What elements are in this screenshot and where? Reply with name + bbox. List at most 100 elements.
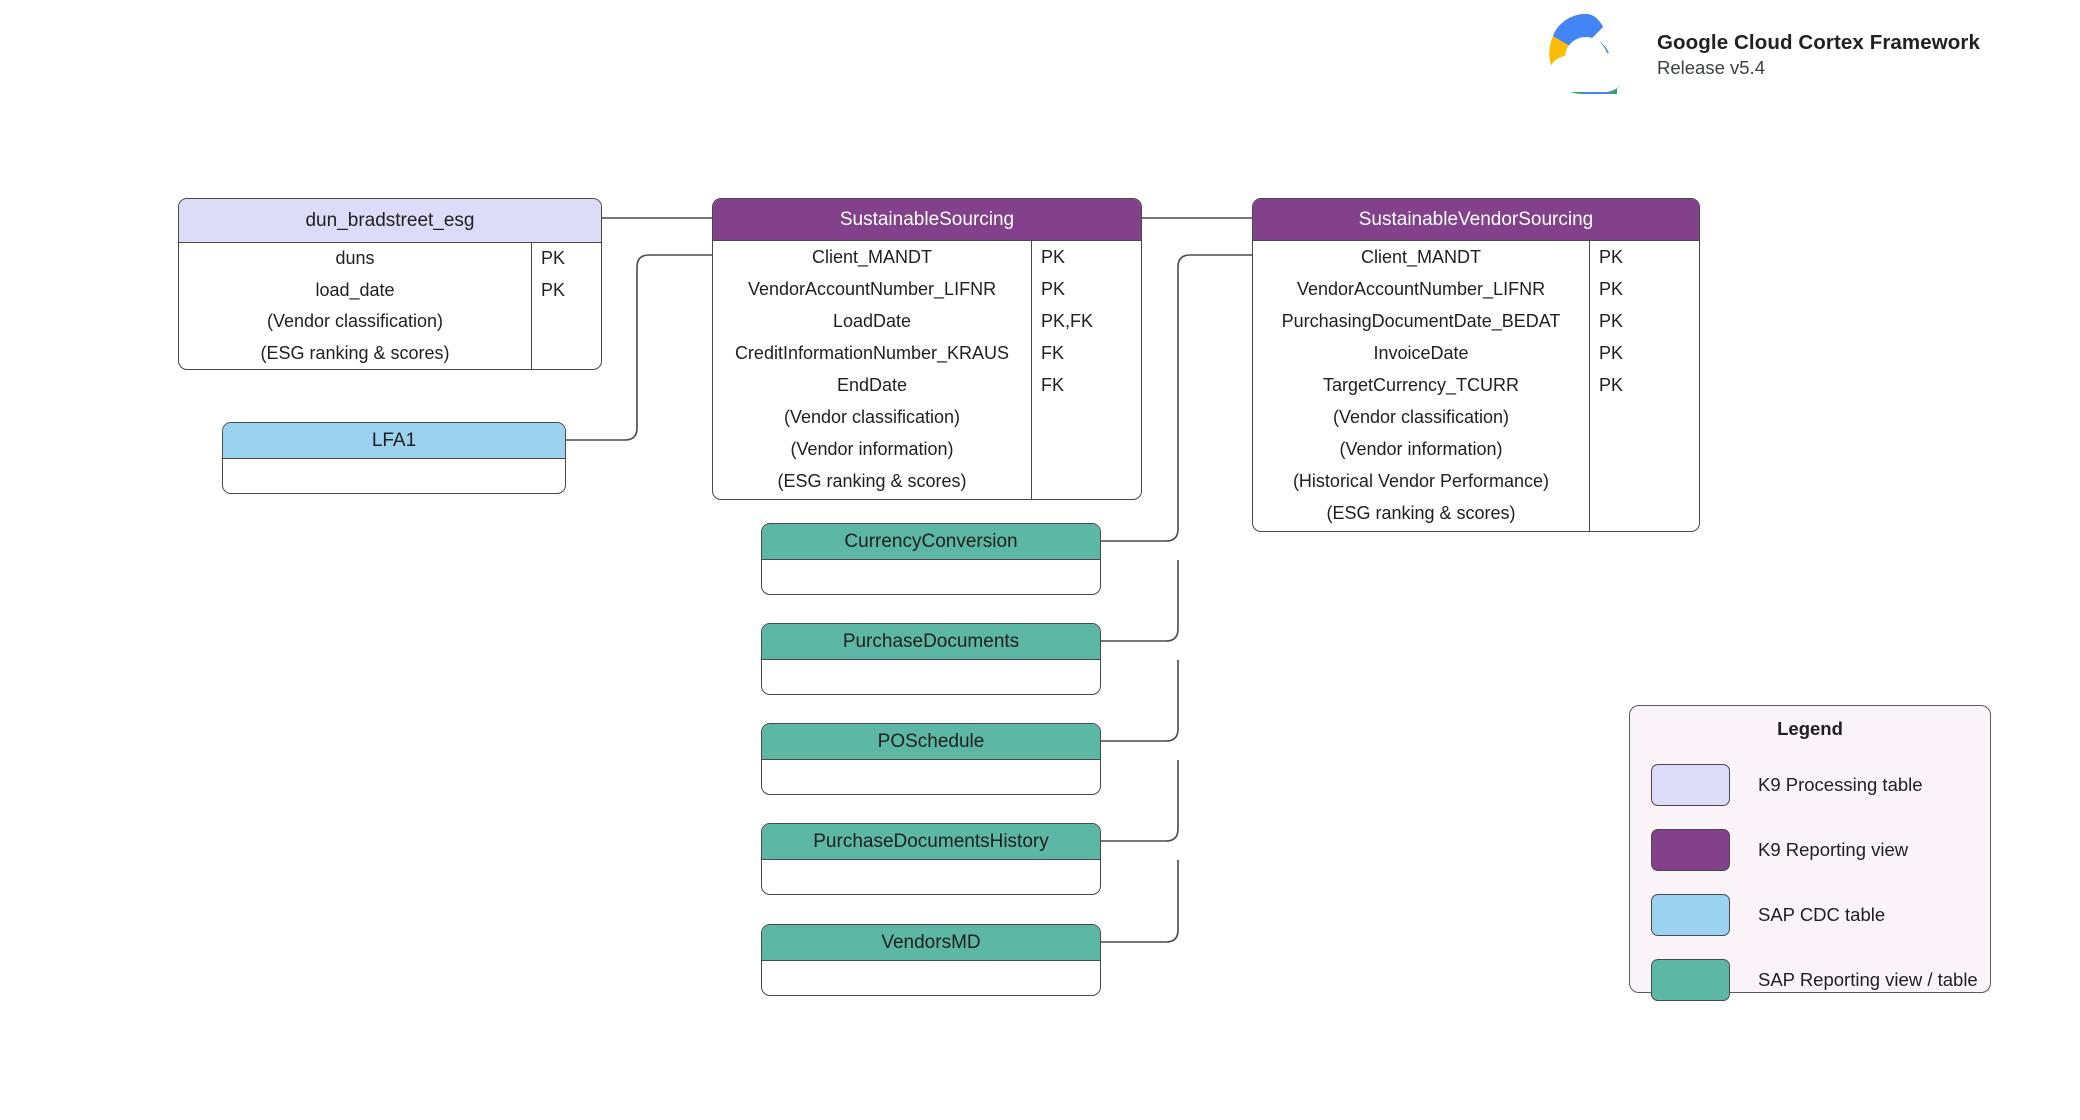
field-key-row: PK [1032, 241, 1141, 273]
field-row: (Historical Vendor Performance) [1253, 465, 1589, 497]
field-key: PK [1599, 310, 1624, 331]
legend-item: K9 Processing table [1630, 752, 1990, 817]
entity-title: SustainableVendorSourcing [1358, 209, 1594, 230]
field-name: (Vendor classification) [783, 406, 961, 427]
field-row: Client_MANDT [1253, 241, 1589, 273]
field-name-column [762, 860, 1100, 894]
field-key-row [1590, 497, 1699, 529]
entity-header-purchase-documents-history: PurchaseDocumentsHistory [762, 824, 1100, 860]
field-name: load_date [315, 279, 395, 300]
legend-item: SAP Reporting view / table [1630, 947, 1990, 1012]
field-name: Client_MANDT [811, 246, 933, 267]
field-key-row [532, 306, 601, 338]
field-name: LoadDate [832, 310, 912, 331]
field-key: PK [1599, 374, 1624, 395]
entity-sustainable-vendor-sourcing[interactable]: SustainableVendorSourcing Client_MANDT V… [1252, 198, 1700, 532]
entity-title: dun_bradstreet_esg [305, 210, 475, 231]
field-key-row [1590, 401, 1699, 433]
legend-items: K9 Processing table K9 Reporting view SA… [1630, 752, 1990, 1012]
field-name: (Vendor information) [1339, 438, 1503, 459]
field-name: PurchasingDocumentDate_BEDAT [1281, 310, 1561, 331]
field-key-row: PK [1590, 273, 1699, 305]
entity-body [223, 459, 565, 493]
entity-title: SustainableSourcing [839, 209, 1015, 230]
entity-title: LFA1 [371, 430, 417, 451]
field-row: load_date [179, 275, 531, 307]
entity-title: PurchaseDocuments [842, 631, 1020, 652]
entity-body: Client_MANDT VendorAccountNumber_LIFNR L… [713, 241, 1141, 499]
entity-header-sustainable-vendor-sourcing: SustainableVendorSourcing [1253, 199, 1699, 241]
field-key-row: PK [1590, 337, 1699, 369]
field-key: PK [1599, 278, 1624, 299]
field-row: (Vendor classification) [1253, 401, 1589, 433]
field-name-column [762, 560, 1100, 594]
field-key-column: PK PK PK PK PK [1589, 241, 1699, 531]
field-row: (ESG ranking & scores) [179, 338, 531, 370]
field-key-row [1032, 465, 1141, 497]
field-key-row: PK [532, 243, 601, 275]
field-key: PK [1599, 342, 1624, 363]
legend-item: K9 Reporting view [1630, 817, 1990, 882]
entity-dun-bradstreet-esg[interactable]: dun_bradstreet_esg duns load_date (Vendo… [178, 198, 602, 370]
entity-body [762, 660, 1100, 694]
entity-body [762, 860, 1100, 894]
field-key-row [532, 338, 601, 370]
entity-purchase-documents[interactable]: PurchaseDocuments [761, 623, 1101, 695]
field-row: (Vendor information) [713, 433, 1031, 465]
brand-release: Release v5.4 [1657, 56, 1765, 78]
entity-po-schedule[interactable]: POSchedule [761, 723, 1101, 795]
legend-item: SAP CDC table [1630, 882, 1990, 947]
field-name: duns [335, 248, 375, 269]
legend-label: K9 Processing table [1758, 773, 1923, 795]
field-name-column [762, 660, 1100, 694]
field-name: (Historical Vendor Performance) [1292, 470, 1550, 491]
legend-label: SAP CDC table [1758, 903, 1886, 925]
google-cloud-logo-icon [1549, 14, 1625, 94]
connector-vendors-md-to-vendor-sourcing [1101, 860, 1179, 943]
legend-panel: Legend K9 Processing table K9 Reporting … [1629, 705, 1991, 1001]
field-name: TargetCurrency_TCURR [1322, 374, 1520, 395]
field-key: FK [1041, 374, 1065, 395]
field-key-row: PK [1590, 305, 1699, 337]
field-key-row: PK [1032, 273, 1141, 305]
legend-title: Legend [1777, 718, 1843, 739]
entity-lfa1[interactable]: LFA1 [222, 422, 566, 494]
field-row: (ESG ranking & scores) [1253, 497, 1589, 529]
brand-header: Google Cloud Cortex Framework Release v5… [1531, 8, 1980, 102]
entity-vendors-md[interactable]: VendorsMD [761, 924, 1101, 996]
field-name-column: Client_MANDT VendorAccountNumber_LIFNR P… [1253, 241, 1589, 531]
entity-header-lfa1: LFA1 [223, 423, 565, 459]
field-name: (ESG ranking & scores) [777, 470, 967, 491]
entity-header-vendors-md: VendorsMD [762, 925, 1100, 961]
legend-label: SAP Reporting view / table [1758, 968, 1978, 990]
entity-header-sustainable-sourcing: SustainableSourcing [713, 199, 1141, 241]
connector-po-schedule-to-vendor-sourcing [1101, 660, 1179, 742]
field-row: (Vendor information) [1253, 433, 1589, 465]
entity-sustainable-sourcing[interactable]: SustainableSourcing Client_MANDT VendorA… [712, 198, 1142, 500]
field-row: LoadDate [713, 305, 1031, 337]
field-key-row: PK,FK [1032, 305, 1141, 337]
field-key-row [1032, 433, 1141, 465]
field-row: InvoiceDate [1253, 337, 1589, 369]
entity-title: CurrencyConversion [844, 531, 1018, 552]
field-key: PK [1041, 246, 1066, 267]
entity-body [762, 560, 1100, 594]
field-key: FK [1041, 342, 1065, 363]
field-name: InvoiceDate [1373, 342, 1469, 363]
field-name-column [762, 961, 1100, 995]
entity-title: PurchaseDocumentsHistory [813, 831, 1049, 852]
entity-purchase-documents-history[interactable]: PurchaseDocumentsHistory [761, 823, 1101, 895]
field-name-column [762, 760, 1100, 794]
field-key-row: FK [1032, 337, 1141, 369]
field-row: duns [179, 243, 531, 275]
field-name: (ESG ranking & scores) [1326, 502, 1516, 523]
field-row: CreditInformationNumber_KRAUS [713, 337, 1031, 369]
field-key: PK,FK [1041, 310, 1094, 331]
field-name-column: Client_MANDT VendorAccountNumber_LIFNR L… [713, 241, 1031, 499]
field-name-column: duns load_date (Vendor classification) (… [179, 243, 531, 369]
entity-currency-conversion[interactable]: CurrencyConversion [761, 523, 1101, 595]
field-row: (Vendor classification) [179, 306, 531, 338]
legend-swatch-k9-processing-table [1651, 763, 1730, 806]
field-key-row [1590, 465, 1699, 497]
